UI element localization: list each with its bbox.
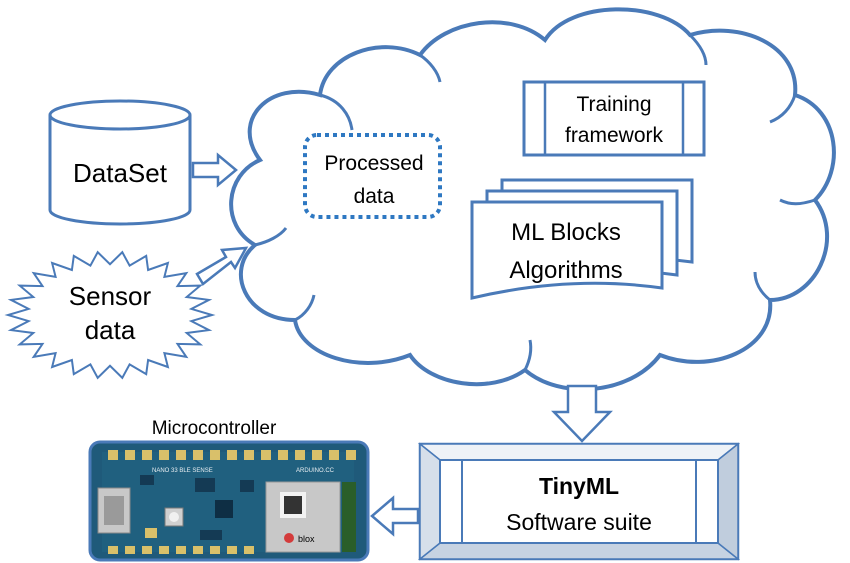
sensor-arrow [195, 246, 249, 286]
processed-line1: Processed [324, 152, 423, 175]
training-framework-box: Training framework [522, 80, 706, 157]
board-brand: ARDUINO.CC [296, 468, 335, 474]
microcontroller-label: Microcontroller [152, 418, 277, 439]
header-pin [295, 450, 305, 460]
sensor-burst: Sensor data [4, 250, 216, 380]
header-pin [210, 450, 220, 460]
module-brand: blox [298, 534, 315, 544]
header-pin [346, 450, 356, 460]
training-line2: framework [565, 124, 664, 147]
ml-line2: Algorithms [509, 257, 622, 284]
tinyml-box: TinyML Software suite [417, 442, 741, 561]
down-arrow [551, 384, 613, 443]
header-pin [227, 546, 237, 554]
ml-blocks-stack: ML Blocks Algorithms [470, 178, 694, 300]
ml-line1: ML Blocks [511, 219, 621, 246]
header-pin [329, 450, 339, 460]
sensor-label-line1: Sensor [69, 281, 152, 311]
header-pin [159, 450, 169, 460]
header-pin [142, 450, 152, 460]
processed-line2: data [354, 185, 395, 208]
sensor-label-line2: data [85, 315, 136, 345]
microcontroller-board: blox NANO 33 BLE SENSE ARDUINO.CC [88, 440, 370, 562]
dataset-cylinder: DataSet [48, 99, 192, 226]
left-arrow [370, 495, 420, 537]
header-pin [261, 450, 271, 460]
header-pin [278, 450, 288, 460]
tinyml-title: TinyML [539, 473, 619, 499]
header-pin [244, 546, 254, 554]
header-pin [176, 450, 186, 460]
dataset-arrow [191, 152, 238, 188]
header-pin [176, 546, 186, 554]
header-pin [125, 546, 135, 554]
processed-data-box: Processed data [303, 133, 442, 219]
header-pin [142, 546, 152, 554]
header-pin [125, 450, 135, 460]
header-pin [108, 450, 118, 460]
dataset-label: DataSet [73, 158, 168, 188]
header-pin [159, 546, 169, 554]
tinyml-subtitle: Software suite [506, 509, 652, 535]
board-text: NANO 33 BLE SENSE [152, 468, 213, 474]
header-pin [312, 450, 322, 460]
training-line1: Training [576, 93, 651, 116]
header-pin [193, 546, 203, 554]
header-pin [244, 450, 254, 460]
header-pin [108, 546, 118, 554]
header-pin [193, 450, 203, 460]
header-pin [227, 450, 237, 460]
header-pin [210, 546, 220, 554]
